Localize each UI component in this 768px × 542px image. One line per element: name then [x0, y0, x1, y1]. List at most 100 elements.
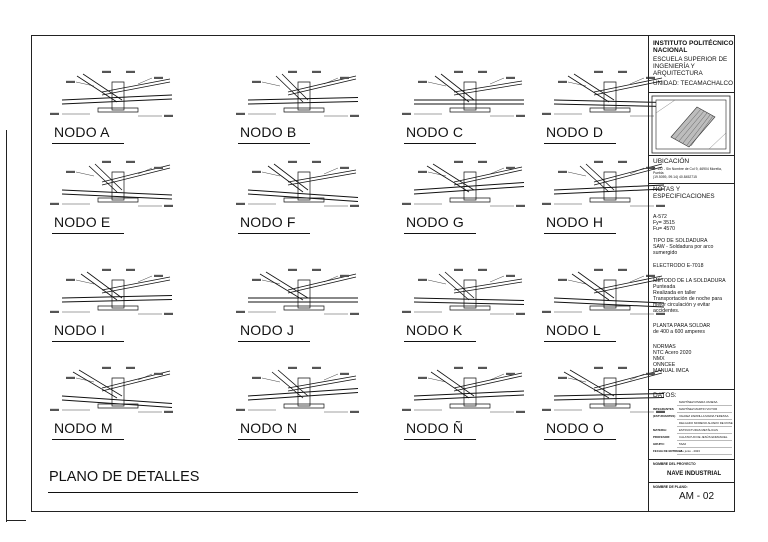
node-detail: NODO E [42, 154, 192, 244]
title-block: INSTITUTO POLITÉCNICO NACIONAL ESCUELA S… [648, 36, 734, 511]
node-drawing-icon [50, 70, 173, 117]
data-row-label: INTEGRANTES [653, 407, 674, 411]
node-drawing-icon [402, 366, 525, 413]
node-detail: NODO B [228, 64, 378, 154]
norm-3: ONNCEE [653, 362, 676, 368]
weld-method-2: Realizada en taller [653, 290, 696, 296]
project-divider [649, 482, 734, 483]
weld-type: SAW - Soldadura por arco [653, 244, 714, 250]
data-row-divider [677, 433, 732, 434]
node-label: NODO G [406, 214, 464, 230]
node-label-underline [238, 439, 310, 440]
node-detail: NODO M [42, 360, 192, 450]
weld-method-5: accidentes. [653, 308, 680, 314]
node-label-underline [238, 143, 310, 144]
institution-block: INSTITUTO POLITÉCNICO NACIONAL ESCUELA S… [649, 36, 734, 93]
node-drawing-icon [542, 366, 665, 413]
norm-1: NTC Acero 2020 [653, 350, 692, 356]
data-row-label: PROFESOR: [653, 435, 671, 439]
campus-unit: UNIDAD: TECAMACHALCO [653, 80, 734, 87]
node-detail: NODO Ñ [394, 360, 544, 450]
steel-fu: Fu= 4570 [653, 226, 676, 232]
data-row-value: ESTRUCTURAS METÁLICAS [679, 428, 718, 432]
node-drawing-icon [50, 366, 173, 413]
data-row-label: MATERIA: [653, 428, 667, 432]
data-row-label: FECHA DE ENTREGA: [653, 449, 684, 453]
node-label: NODO C [406, 124, 464, 140]
node-drawing-icon [402, 268, 525, 315]
weld-method-4: mejor circulación y evitar [653, 302, 711, 308]
steel-grade: A-572 [653, 214, 667, 220]
drawing-frame [31, 35, 735, 512]
node-drawing-icon [542, 268, 665, 315]
node-detail: NODO L [534, 262, 684, 352]
data-row-value: MARTÍNEZ MARTIN VICTOR [679, 407, 718, 411]
node-detail: NODO O [534, 360, 684, 450]
data-row-value: 28 - junio - 2023 [679, 449, 700, 453]
institution-name-2: NACIONAL [653, 47, 688, 54]
weld-plant-2: de 400 a 600 amperes [653, 329, 705, 335]
node-label: NODO E [54, 214, 111, 230]
notes-heading-2: ESPECIFICACIONES [653, 193, 715, 200]
node-detail: NODO A [42, 64, 192, 154]
data-row-value: CALATAYUD DE JESÚS ENMANUEL [679, 435, 728, 439]
node-label: NODO H [546, 214, 604, 230]
location-block: UBICACIÓN C. 152 - Sin Nombre de Col 9, … [649, 156, 734, 184]
node-drawing-icon [236, 160, 359, 207]
node-detail: NODO I [42, 262, 192, 352]
data-row-value: MARTÍNEZ RIVERA VANESA [679, 400, 718, 404]
node-drawing-icon [236, 268, 359, 315]
node-detail: NODO K [394, 262, 544, 352]
project-name: NAVE INDUSTRIAL [667, 471, 722, 477]
data-row-divider [677, 454, 732, 455]
norms-title: NORMAS [653, 344, 676, 350]
node-drawing-icon [236, 366, 359, 413]
node-drawing-icon [402, 70, 525, 117]
node-label-underline [52, 233, 124, 234]
node-label-underline [52, 341, 124, 342]
location-coordinates: (19.5059,-99.14) 40.8452715 [653, 175, 697, 179]
node-label: NODO B [240, 124, 297, 140]
node-drawing-icon [402, 160, 525, 207]
weld-type-title: TIPO DE SOLDADURA [653, 238, 708, 244]
node-label-underline [544, 233, 616, 234]
data-heading: DATOS: [653, 392, 677, 399]
data-row-label: GRUPO: [653, 442, 665, 446]
node-label: NODO D [546, 124, 604, 140]
node-detail: NODO N [228, 360, 378, 450]
node-drawing-icon [50, 160, 173, 207]
project-block: NOMBRE DEL PROYECTO NAVE INDUSTRIAL NOMB… [649, 460, 734, 510]
node-label-underline [404, 439, 476, 440]
node-detail: NODO C [394, 64, 544, 154]
node-label-underline [404, 233, 476, 234]
title-underline [48, 492, 358, 493]
school-name: ESCUELA SUPERIOR DE [653, 56, 728, 63]
plan-code: AM - 02 [679, 491, 715, 502]
weld-method-1: Punteada [653, 284, 676, 290]
location-map-icon [651, 95, 731, 154]
sheet-title: PLANO DE DETALLES [49, 469, 200, 485]
data-row-divider [677, 426, 732, 427]
node-label: NODO A [54, 124, 110, 140]
data-row-label: (ESTUDIANTES) [653, 414, 676, 418]
node-label: NODO J [240, 322, 295, 338]
location-address: C. 152 - Sin Nombre de Col 9, 46904 More… [653, 167, 722, 171]
data-row-divider [677, 405, 732, 406]
node-detail: NODO H [534, 154, 684, 244]
sheet-cut-line [6, 520, 26, 521]
node-drawing-icon [542, 160, 665, 207]
institution-name: INSTITUTO POLITÉCNICO [653, 40, 734, 47]
location-state: Puebla [653, 171, 664, 175]
location-map [649, 93, 734, 156]
location-heading: UBICACIÓN [653, 158, 690, 165]
data-row-value: 5SA6 [679, 442, 687, 446]
weld-method-title: MÉTODO DE LA SOLDADURA [653, 278, 726, 284]
weld-method-3: Transportación de noche para [653, 296, 723, 302]
school-name-3: ARQUITECTURA [653, 70, 703, 77]
node-drawing-icon [50, 268, 173, 315]
node-label: NODO L [546, 322, 601, 338]
norm-2: NMX [653, 356, 665, 362]
norm-4: MANUAL IMCA [653, 368, 689, 374]
notes-heading: NOTAS Y [653, 186, 681, 193]
